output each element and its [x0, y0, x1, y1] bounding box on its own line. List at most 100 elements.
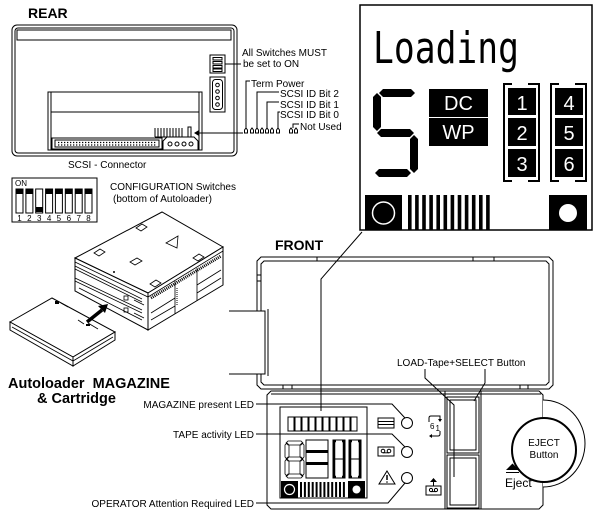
dip-switch-number: 3	[37, 214, 42, 223]
lcd-bar-segment	[307, 482, 310, 497]
dip-switch-8[interactable]: 8	[84, 188, 93, 223]
segment-c	[410, 135, 418, 173]
load-select-button-outer[interactable]	[446, 396, 480, 454]
lcd-cell	[322, 416, 330, 432]
dip-switch-3[interactable]: 3	[35, 188, 44, 223]
power-connector	[162, 136, 199, 150]
lcd-bar-segment	[436, 195, 440, 230]
warning-triangle-icon	[378, 470, 396, 485]
lcd-detail: Loading DC WP 1 2 3 4 5	[359, 4, 593, 231]
warning-dot	[386, 481, 388, 483]
open-circle-icon	[283, 483, 296, 496]
outline-segment	[299, 458, 305, 477]
autoloader-right-face	[147, 246, 224, 331]
dip-switch-slider[interactable]	[75, 189, 83, 194]
magazine-icon	[377, 417, 395, 429]
power-pin	[188, 141, 194, 147]
term-power-label: Term Power	[251, 79, 305, 90]
lcd-bar-segment	[303, 482, 306, 497]
lcd-progress-bars	[408, 195, 490, 230]
lcd-bar-segment	[422, 195, 426, 230]
eject-icon	[506, 463, 519, 470]
front-lcd-flag-bar	[306, 450, 328, 453]
eject-button-circle[interactable]	[511, 417, 577, 483]
cartridge-isometric	[8, 297, 117, 367]
lcd-cell	[308, 416, 316, 432]
lcd-bar-segment	[464, 195, 469, 230]
scsi-id-bit2-label: SCSI ID Bit 2	[280, 89, 339, 100]
dip-switch-1[interactable]: 1	[15, 188, 24, 223]
cycle-icon-digit: 1	[436, 424, 441, 433]
wp-flag-box	[429, 118, 488, 146]
load-select-leader-b	[473, 369, 486, 402]
eject-tape-icon	[425, 478, 442, 496]
autoloader-handle-icon	[149, 279, 162, 288]
lcd-bar-segment	[331, 482, 334, 497]
scsi-connector-label: SCSI - Connector	[68, 160, 147, 171]
rear-view: REAR	[11, 5, 342, 171]
magazine-title-line2: & Cartridge	[37, 391, 116, 407]
segment-f	[373, 93, 381, 131]
dip-switch-slider[interactable]	[25, 189, 33, 194]
dip-switch-slider[interactable]	[55, 189, 63, 194]
dip-switch-slider[interactable]	[45, 189, 53, 194]
front-body-inner	[260, 260, 550, 386]
dip-switch-2[interactable]: 2	[25, 188, 34, 223]
wp-flag: WP	[442, 122, 474, 144]
autoloader-handle-icon	[93, 248, 106, 257]
magazine-led-label: MAGAZINE present LED	[143, 400, 254, 411]
lcd-bar-segment	[323, 482, 326, 497]
front-lcd-flag-box	[305, 439, 329, 479]
scsi-id-bit2-leader	[256, 91, 279, 128]
rear-4pin-connector	[209, 76, 226, 113]
front-body-ticks	[257, 257, 529, 389]
outline-segment	[284, 458, 290, 477]
load-select-button[interactable]	[446, 396, 480, 454]
autoloader-front-panel-lines	[150, 268, 222, 321]
rear-top-band	[16, 29, 232, 41]
dip-switch-body[interactable]	[35, 188, 44, 214]
front-lcd-slot-column-right	[348, 439, 362, 479]
front-lcd-outline-digit	[284, 440, 305, 479]
dip-switch-6[interactable]: 6	[64, 188, 73, 223]
jumper-pin	[250, 127, 254, 134]
dip-switch-slider[interactable]	[35, 207, 43, 212]
dip-switch-4[interactable]: 4	[45, 188, 54, 223]
unload-button-inner[interactable]	[449, 457, 477, 506]
lcd-bar-segment	[429, 195, 433, 230]
unload-button-outer[interactable]	[446, 454, 480, 509]
cycle-icon-arrowhead	[438, 419, 442, 422]
tape-activity-led	[401, 446, 413, 458]
rear-4pin-hole	[215, 82, 220, 88]
dip-switch-5[interactable]: 5	[54, 188, 63, 223]
slot-bracket-left	[503, 83, 540, 182]
outline-segment	[285, 473, 304, 479]
front-lcd-frame	[279, 406, 368, 499]
filled-circle-icon	[352, 485, 361, 494]
dip-switch-number: 7	[76, 214, 81, 223]
rear-switch	[212, 57, 223, 61]
dip-switch-slider[interactable]	[85, 189, 92, 194]
open-circle-icon	[371, 201, 396, 225]
lcd-bar-segment	[443, 195, 448, 230]
dip-switch-slider[interactable]	[65, 189, 73, 194]
rear-4pin-hole	[215, 102, 220, 107]
unload-button[interactable]	[446, 454, 480, 509]
not-used-label: Not Used	[300, 122, 342, 133]
control-panel-outline	[266, 390, 544, 510]
magazine-icon-frame	[377, 417, 395, 429]
front-body-outer	[256, 256, 554, 390]
eject-button-label-line2: Button	[530, 450, 559, 461]
cycle-icon-bottom-arrow-path	[432, 431, 441, 437]
slot-number: 2	[516, 123, 527, 145]
lcd-bar-segment	[457, 195, 462, 230]
autoloader-handle-icon	[135, 223, 148, 232]
dip-switch-slider[interactable]	[16, 189, 23, 194]
dip-switch-7[interactable]: 7	[74, 188, 83, 223]
load-select-button-inner[interactable]	[449, 399, 477, 451]
jumper-pin	[265, 127, 269, 134]
eject-button[interactable]: EJECT Button	[511, 417, 577, 483]
rear-housing-outer	[11, 24, 238, 157]
